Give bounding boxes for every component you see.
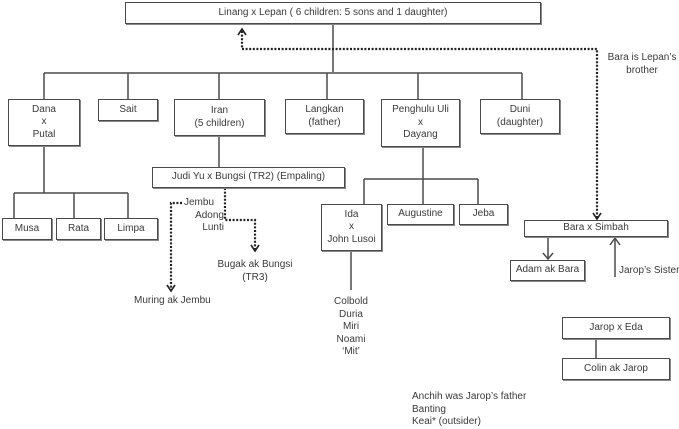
arrow-head-bara: [592, 212, 602, 221]
person-box-sait: Sait: [98, 99, 158, 121]
role-label: (daughter): [496, 116, 544, 128]
name-label: Colin ak Jarop: [584, 362, 648, 374]
child-name: Jembu: [184, 197, 215, 208]
person-label-bugak: Bugak ak Bungsi (TR3): [214, 259, 296, 284]
arrow-head-bugak: [250, 244, 260, 253]
name-label: Iran: [210, 105, 229, 116]
name-label: Sait: [119, 103, 137, 115]
person-box-langkan: Langkan (father): [285, 99, 364, 134]
root-couple-label: Linang x Lepan ( 6 children: 5 sons and …: [218, 6, 448, 18]
child-name: Duria: [339, 308, 363, 320]
person-box-musa: Musa: [2, 218, 52, 240]
person-box-penghulu-dayang: Penghulu Uli x Dayang: [381, 99, 460, 147]
note-line: brother: [626, 64, 658, 76]
children-list-judi: Jembu Adong Lunti: [184, 197, 224, 235]
dotted-jembu-muring: [169, 201, 182, 290]
children-list-ida: Colbold Duria Miri Noami ‘Mit’: [326, 296, 376, 359]
arrow-head-muring: [166, 284, 176, 293]
name-label: Duni: [509, 104, 531, 115]
person-box-adam: Adam ak Bara: [510, 260, 585, 281]
name-label: Jarop x Eda: [589, 321, 643, 333]
person-label-muring: Muring ak Jembu: [134, 295, 211, 308]
name-label: Muring ak Jembu: [134, 295, 211, 306]
name-label: Penghulu Uli: [392, 104, 449, 116]
child-name: Colbold: [334, 296, 368, 307]
marriage-symbol: x: [41, 116, 47, 128]
root-couple-box: Linang x Lepan ( 6 children: 5 sons and …: [125, 2, 541, 24]
marriage-symbol: x: [418, 116, 423, 128]
person-box-dana-putal: Dana x Putal: [8, 99, 80, 146]
name-label: Limpa: [117, 222, 145, 234]
name-label: Jeba: [472, 208, 495, 220]
name-label: Bugak ak Bungsi: [217, 259, 293, 270]
footnote-line: Anchih was Jarop’s father: [412, 391, 527, 402]
name-label: Dana: [32, 103, 56, 115]
name-label: Putal: [32, 128, 56, 140]
child-name: Miri: [342, 321, 360, 332]
name-label: Rata: [67, 222, 90, 234]
person-label-jarop-sister: Jarop’s Sister: [619, 265, 679, 278]
person-box-ida-john: Ida x John Lusoi: [321, 204, 382, 251]
footnote-line: Keai* (outsider): [412, 416, 481, 427]
note-line: Bara is Lepan’s: [607, 52, 677, 63]
marriage-symbol: x: [349, 221, 354, 233]
name-label: Dayang: [403, 129, 438, 141]
name-label: Judi Yu x Bungsi (TR2) (Empaling): [171, 171, 326, 183]
name-label: Langkan: [305, 104, 344, 115]
person-box-jeba: Jeba: [459, 204, 508, 225]
role-label: (father): [308, 116, 341, 128]
footnote: Anchih was Jarop’s father Banting Keai* …: [412, 391, 526, 429]
person-box-duni: Duni (daughter): [480, 99, 560, 134]
arrow-head-sister: [609, 236, 621, 246]
name-label: Musa: [14, 222, 40, 234]
footnote-line: Banting: [412, 403, 446, 415]
generation-label: (TR3): [242, 271, 268, 283]
name-label: Bara x Simbah: [563, 222, 629, 234]
name-label: Jarop’s Sister: [619, 265, 679, 276]
name-label: Ida: [344, 208, 359, 220]
person-box-judi-bungsi: Judi Yu x Bungsi (TR2) (Empaling): [152, 167, 345, 188]
name-label: Augustine: [398, 208, 443, 220]
note-bara-brother: Bara is Lepan’s brother: [606, 52, 678, 77]
name-label: Adam ak Bara: [515, 264, 580, 276]
person-box-augustine: Augustine: [387, 204, 454, 225]
person-box-limpa: Limpa: [104, 218, 158, 240]
arrow-head-adam: [542, 252, 554, 261]
child-name: Lunti: [202, 222, 224, 233]
person-box-colin: Colin ak Jarop: [562, 358, 670, 380]
child-name: ‘Mit’: [342, 346, 360, 357]
arrow-head-lepan: [237, 27, 247, 36]
person-box-jarop-eda: Jarop x Eda: [562, 317, 670, 339]
person-box-iran: Iran (5 children): [174, 99, 265, 136]
person-box-bara-simbah: Bara x Simbah: [524, 220, 668, 237]
child-name: Adong: [195, 209, 224, 221]
name-label: John Lusoi: [327, 233, 376, 245]
dotted-judi-bugak: [223, 188, 257, 250]
dotted-bara-lepan: [240, 31, 599, 218]
person-box-rata: Rata: [56, 218, 101, 240]
children-count-label: (5 children): [194, 117, 245, 129]
child-name: Noami: [336, 333, 366, 345]
